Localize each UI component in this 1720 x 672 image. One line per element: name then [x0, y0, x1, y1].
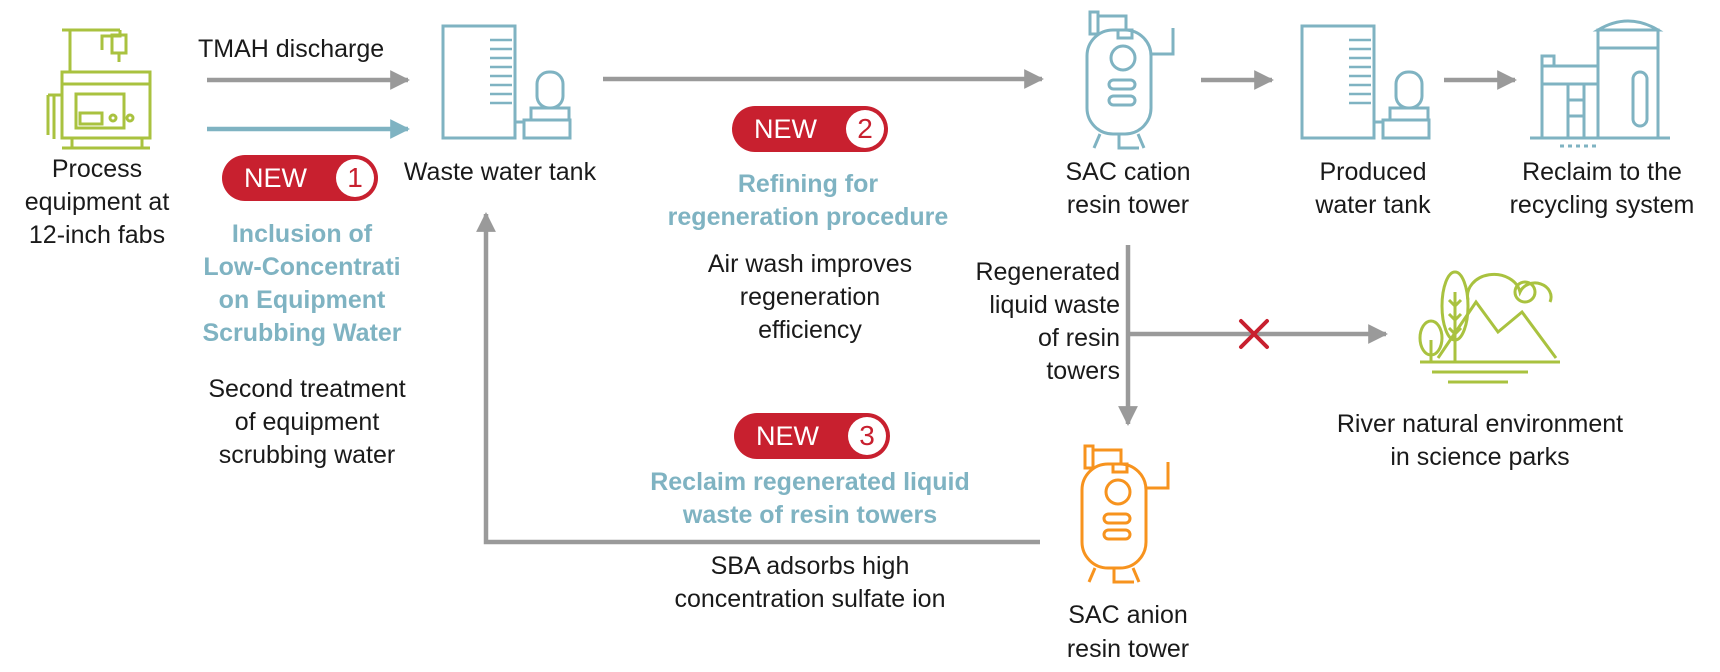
blocked-cross-icon: [1239, 319, 1269, 349]
innovation-1-description: Second treatment of equipment scrubbing …: [208, 375, 406, 469]
produced-water-tank-label: Produced water tank: [1315, 158, 1431, 219]
sac-anion-label: SAC anion resin tower: [1066, 601, 1190, 663]
process-equipment-label: Process equipment at 12-inch fabs: [24, 155, 170, 249]
new-badge-1: NEW 1: [222, 155, 378, 201]
new-badge-number: 1: [336, 159, 374, 197]
new-badge-2: NEW 2: [732, 106, 888, 152]
process-equipment-icon: [46, 28, 152, 150]
innovation-3-description: SBA adsorbs high concentration sulfate i…: [674, 552, 946, 613]
cation-tower-icon: [1085, 10, 1175, 150]
sac-cation-label: SAC cation resin tower: [1065, 158, 1191, 219]
river-environment-icon: [1418, 270, 1560, 384]
waste-water-tank-label: Waste water tank: [403, 158, 597, 186]
tmah-discharge-label: TMAH discharge: [198, 35, 385, 63]
produced-water-tank-icon: [1300, 24, 1431, 140]
new-badge-number: 2: [846, 110, 884, 148]
new-badge-number: 3: [848, 417, 886, 455]
recycling-system-icon: [1530, 19, 1670, 148]
river-environment-label: River natural environment in science par…: [1336, 410, 1624, 471]
new-badge-text: NEW: [244, 163, 307, 193]
new-badge-text: NEW: [754, 114, 817, 144]
new-badge-text: NEW: [756, 421, 819, 451]
innovation-3-title: Reclaim regenerated liquid waste of resi…: [650, 468, 970, 529]
new-badge-3: NEW 3: [734, 413, 890, 459]
regenerated-liquid-label: Regenerated liquid waste of resin towers: [975, 258, 1120, 385]
arrow-anion-return-to-tank: [476, 212, 1040, 545]
innovation-2-description: Air wash improves regeneration efficienc…: [707, 250, 913, 344]
reclaim-recycling-label: Reclaim to the recycling system: [1509, 158, 1695, 219]
innovation-1-title: Inclusion of Low-Concentrati on Equipmen…: [202, 220, 402, 347]
waste-water-tank-icon: [441, 24, 572, 140]
flow-arrows: [207, 69, 1517, 545]
anion-tower-icon: [1080, 444, 1170, 584]
innovation-2-title: Refining for regeneration procedure: [667, 170, 949, 231]
